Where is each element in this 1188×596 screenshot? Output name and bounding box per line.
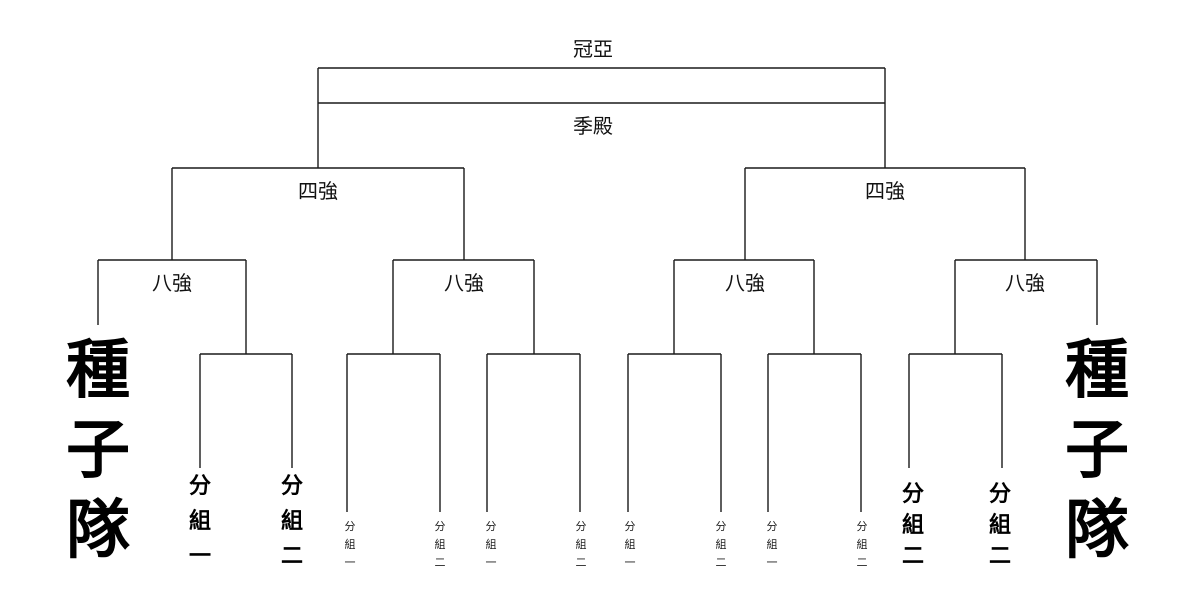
small-g1-1-char-3: 一 (345, 556, 356, 569)
third-place-label: 季殿 (573, 114, 613, 138)
final-label: 冠亞 (573, 37, 613, 61)
group-two-b-char-1: 分 (902, 482, 924, 507)
seed-team-left-char-3: 隊 (66, 494, 130, 568)
small-g1-3-char-1: 分 (625, 520, 636, 533)
small-g1-3-char-2: 組 (625, 538, 636, 551)
small-g1-1-char-2: 組 (345, 538, 356, 551)
small-g1-4-char-1: 分 (767, 520, 778, 533)
small-g1-2-char-3: 一 (486, 556, 497, 569)
quarterfinal-label-4: 八強 (1005, 271, 1045, 295)
small-g2-1-char-1: 分 (435, 520, 446, 533)
small-g2-2-char-1: 分 (576, 520, 587, 533)
small-g2-4-char-2: 組 (857, 538, 868, 551)
seed-team-right-char-3: 隊 (1065, 494, 1129, 568)
group-two-label-small-1: 分 組 二 (435, 520, 446, 569)
seed-team-right-char-2: 子 (1065, 414, 1129, 488)
group-one-label-small-2: 分 組 一 (486, 520, 497, 569)
group-one-label-small-4: 分 組 一 (767, 520, 778, 569)
small-g1-2-char-1: 分 (486, 520, 497, 533)
group-two-a-char-3: 二 (281, 544, 303, 569)
group-two-label-small-3: 分 組 二 (716, 520, 727, 569)
first-round-bracket-6 (908, 353, 1003, 468)
group-two-label-small-2: 分 組 二 (576, 520, 587, 569)
semifinal-label-left: 四強 (298, 179, 338, 203)
semifinal-bracket-right: 四強 (744, 167, 1026, 260)
small-g2-2-char-2: 組 (576, 538, 587, 551)
quarterfinal-bracket-4: 八強 (954, 259, 1098, 354)
group-two-c-char-3: 二 (989, 544, 1011, 569)
seed-team-left-char-2: 子 (66, 414, 130, 488)
small-g2-3-char-2: 組 (716, 538, 727, 551)
seed-team-right-char-1: 種 (1065, 334, 1129, 408)
quarterfinal-label-1: 八強 (152, 271, 192, 295)
final-bracket: 冠亞 季殿 (317, 37, 886, 168)
small-g1-4-char-2: 組 (767, 538, 778, 551)
group-one-label-small-1: 分 組 一 (345, 520, 356, 569)
first-round-bracket-1 (199, 353, 293, 468)
group-two-c-char-2: 組 (989, 512, 1011, 538)
group-two-a-char-1: 分 (281, 474, 303, 499)
group-two-a-char-2: 組 (281, 508, 303, 534)
group-one-a-char-2: 組 (189, 508, 211, 534)
group-one-label-a: 分 組 一 (189, 474, 211, 569)
quarterfinal-bracket-3: 八強 (673, 259, 815, 354)
first-round-bracket-3 (486, 353, 581, 512)
group-two-c-char-1: 分 (989, 482, 1011, 507)
small-g1-2-char-2: 組 (486, 538, 497, 551)
group-two-label-small-4: 分 組 二 (857, 520, 868, 569)
first-round-bracket-5 (767, 353, 862, 512)
small-g2-4-char-3: 二 (857, 556, 868, 569)
group-two-label-a: 分 組 二 (281, 474, 303, 569)
group-two-b-char-2: 組 (902, 512, 924, 538)
group-two-label-c: 分 組 二 (989, 482, 1011, 569)
group-two-label-b: 分 組 二 (902, 482, 924, 569)
small-g2-3-char-1: 分 (716, 520, 727, 533)
small-g2-2-char-3: 二 (576, 556, 587, 569)
seed-team-left-char-1: 種 (66, 334, 130, 408)
quarterfinal-bracket-1: 八強 (97, 259, 247, 354)
small-g1-4-char-3: 一 (767, 556, 778, 569)
group-one-label-small-3: 分 組 一 (625, 520, 636, 569)
small-g2-1-char-3: 二 (435, 556, 446, 569)
group-one-a-char-3: 一 (189, 544, 211, 569)
semifinal-label-right: 四強 (865, 179, 905, 203)
small-g2-4-char-1: 分 (857, 520, 868, 533)
quarterfinal-label-2: 八強 (444, 271, 484, 295)
seed-team-right: 種 子 隊 (1065, 334, 1129, 568)
first-round-bracket-4 (627, 353, 722, 512)
group-one-a-char-1: 分 (189, 474, 211, 499)
semifinal-bracket-left: 四強 (171, 167, 465, 260)
small-g2-3-char-3: 二 (716, 556, 727, 569)
group-two-b-char-3: 二 (902, 544, 924, 569)
small-g2-1-char-2: 組 (435, 538, 446, 551)
quarterfinal-label-3: 八強 (725, 271, 765, 295)
first-round-bracket-2 (346, 353, 441, 512)
quarterfinal-bracket-2: 八強 (392, 259, 535, 354)
small-g1-3-char-3: 一 (625, 556, 636, 569)
seed-team-left: 種 子 隊 (66, 334, 130, 568)
small-g1-1-char-1: 分 (345, 520, 356, 533)
